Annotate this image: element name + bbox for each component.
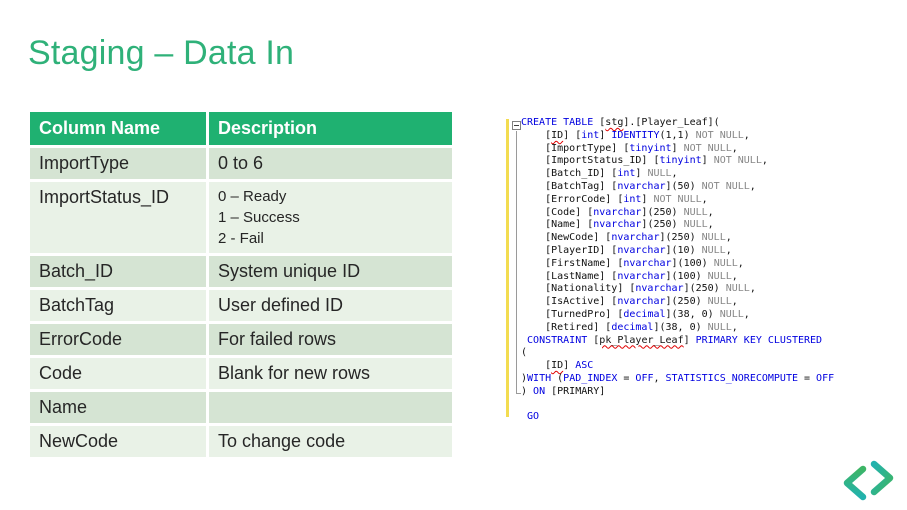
sql-code-line: GO	[527, 411, 540, 423]
sql-code-line: [IsActive] [nvarchar](250) NULL,	[521, 296, 738, 308]
column-name-cell: ErrorCode	[30, 324, 206, 355]
sql-code-line: [LastName] [nvarchar](100) NULL,	[521, 270, 738, 282]
column-name-cell: Name	[30, 392, 206, 423]
sql-code-line: [TurnedPro] [decimal](38, 0) NULL,	[521, 308, 750, 320]
sql-code-line: (	[521, 347, 528, 359]
description-cell: Blank for new rows	[209, 358, 452, 389]
description-cell: System unique ID	[209, 256, 452, 287]
table-header-description: Description	[209, 112, 452, 145]
table-header-column-name: Column Name	[30, 112, 206, 145]
sql-code-line: [ErrorCode] [int] NOT NULL,	[521, 193, 708, 205]
sql-code-line: [Retired] [decimal](38, 0) NULL,	[521, 321, 738, 333]
sql-code-line: CREATE TABLE [stg].[Player_Leaf](	[521, 117, 720, 128]
column-name-cell: BatchTag	[30, 290, 206, 321]
column-name-cell: Batch_ID	[30, 256, 206, 287]
sql-code-line: [Code] [nvarchar](250) NULL,	[521, 206, 714, 218]
sql-code-line: [BatchTag] [nvarchar](50) NOT NULL,	[521, 180, 756, 192]
sql-code-line: [Batch_ID] [int] NULL,	[521, 168, 678, 180]
sql-code-line: [ImportStatus_ID] [tinyint] NOT NULL,	[521, 155, 768, 167]
description-cell: 0 to 6	[209, 148, 452, 179]
sql-code-line: [Name] [nvarchar](250) NULL,	[521, 219, 714, 231]
chevron-left-icon	[843, 465, 867, 501]
table-row: Name	[30, 392, 452, 423]
description-cell: To change code	[209, 426, 452, 457]
sql-code-line: [NewCode] [nvarchar](250) NULL,	[521, 232, 732, 244]
sql-code-line: [FirstName] [nvarchar](100) NULL,	[521, 257, 744, 269]
column-name-cell: ImportStatus_ID	[30, 182, 206, 253]
outline-guide-line	[516, 131, 521, 394]
column-name-cell: ImportType	[30, 148, 206, 179]
sql-code-line: )WITH (PAD_INDEX = OFF, STATISTICS_NOREC…	[521, 372, 835, 384]
table-header-row: Column Name Description	[30, 112, 452, 145]
sql-code-line: [Nationality] [nvarchar](250) NULL,	[521, 283, 756, 295]
sql-code-line: [ImportType] [tinyint] NOT NULL,	[521, 142, 738, 154]
sql-code-line	[521, 399, 834, 412]
page-title: Staging – Data In	[28, 34, 295, 72]
sql-code-line: ) ON [PRIMARY]	[521, 385, 606, 397]
sql-code-panel: CREATE TABLE [stg].[Player_Leaf]( [ID] […	[506, 117, 898, 423]
sql-code-line: [ID] [int] IDENTITY(1,1) NOT NULL,	[521, 129, 750, 141]
chevron-right-icon	[870, 460, 894, 496]
description-cell	[209, 392, 452, 423]
description-cell: User defined ID	[209, 290, 452, 321]
description-cell: For failed rows	[209, 324, 452, 355]
sql-code-text: CREATE TABLE [stg].[Player_Leaf]( [ID] […	[521, 117, 834, 424]
sql-code-line: [PlayerID] [nvarchar](10) NULL,	[521, 244, 732, 256]
change-tracking-bar	[506, 119, 509, 417]
minus-collapse-icon[interactable]	[512, 121, 521, 130]
sql-code-line: CONSTRAINT [pk_Player_Leaf] PRIMARY KEY …	[527, 334, 823, 346]
code-chevrons-logo	[843, 460, 894, 501]
column-name-cell: Code	[30, 358, 206, 389]
column-name-cell: NewCode	[30, 426, 206, 457]
sql-code-line: [ID] ASC	[521, 360, 594, 372]
